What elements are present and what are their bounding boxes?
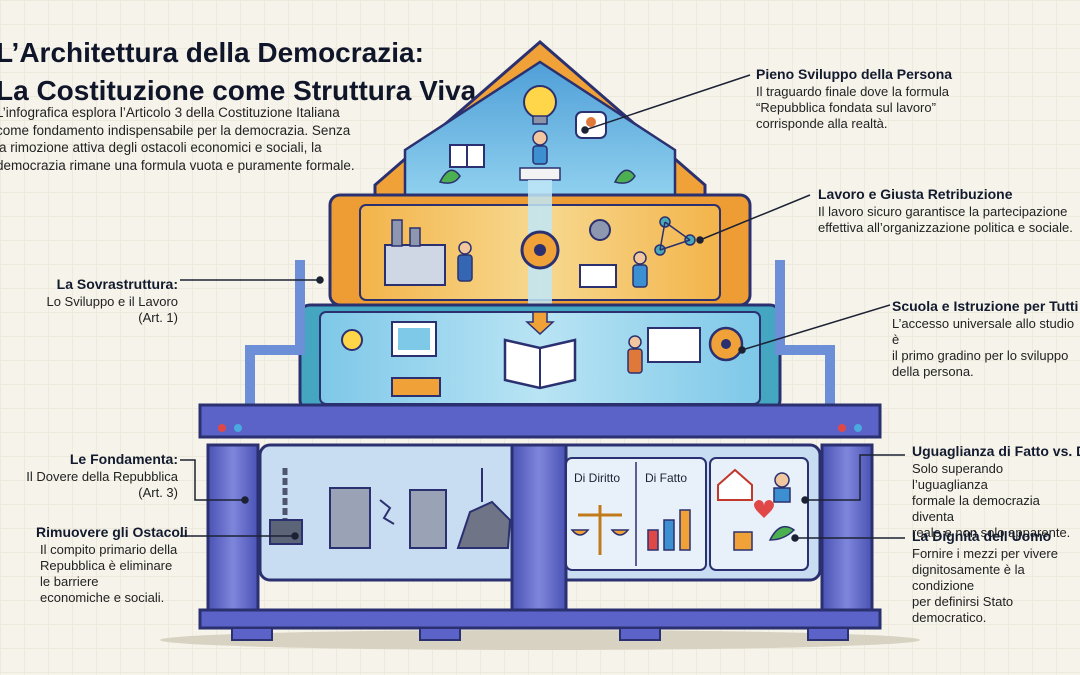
boulder-icon: [456, 468, 512, 549]
label-sovrastruttura-heading: La Sovrastruttura:: [56, 276, 178, 292]
label-sviluppo: Pieno Sviluppo della Persona Il traguard…: [756, 66, 1006, 132]
label-dignita-text: Fornire i mezzi per vivere dignitosament…: [912, 546, 1058, 625]
network-icon: [654, 216, 696, 256]
label-uguaglianza-text: Solo superando l’uguaglianza formale la …: [912, 461, 1071, 540]
gear-icon: [520, 230, 560, 270]
label-lavoro-heading: Lavoro e Giusta Retribuzione: [818, 186, 1013, 202]
label-ostacoli: Rimuovere gli Ostacoli Il compito primar…: [36, 524, 188, 606]
doctor-icon: [773, 472, 791, 503]
label-fondamenta-text: Il Dovere della Repubblica (Art. 3): [26, 469, 178, 500]
arrow-down-icon: [525, 311, 555, 336]
computer-icon: [391, 321, 441, 397]
plant-icon: [438, 169, 636, 184]
open-book-icon: [503, 338, 577, 390]
sprout-icon: [768, 525, 796, 541]
label-scuola: Scuola e Istruzione per Tutti L’accesso …: [892, 298, 1080, 380]
leader-lines: [180, 74, 905, 542]
ground-shadow: [160, 630, 920, 650]
intro-paragraph: L’infografica esplora l’Articolo 3 della…: [0, 105, 355, 173]
label-uguaglianza: Uguaglianza di Fatto vs. Di Solo superan…: [912, 443, 1080, 541]
label-uguaglianza-heading: Uguaglianza di Fatto vs. Di: [912, 443, 1080, 459]
heart-icon: [754, 500, 774, 518]
gear-small-icon: [589, 219, 611, 241]
people-height-icon: [647, 509, 691, 551]
label-dignita: La Dignità dell’Uomo Fornire i mezzi per…: [912, 528, 1080, 626]
dignity-panel: [709, 457, 809, 571]
platform: [198, 403, 882, 439]
lightbulb-icon: [523, 85, 557, 125]
lower-section-scuola: [298, 303, 782, 412]
pillar-right: [820, 443, 874, 617]
label-fondamenta: Le Fondamenta: Il Dovere della Repubblic…: [0, 451, 178, 501]
broken-wall-icon: [329, 487, 447, 549]
chain-icon: [269, 468, 303, 545]
house-icon: [717, 468, 753, 501]
bulb-icon: [341, 329, 363, 351]
base-feet: [231, 627, 849, 641]
di-diritto-label: Di Diritto: [574, 471, 620, 485]
label-dignita-heading: La Dignità dell’Uomo: [912, 528, 1052, 544]
label-scuola-heading: Scuola e Istruzione per Tutti: [892, 298, 1079, 314]
pillar-left: [206, 443, 260, 617]
middle-section-lavoro: [328, 180, 752, 310]
scale-icon: [570, 505, 630, 555]
di-fatto-label: Di Fatto: [645, 471, 687, 485]
title-line-1: L’Architettura della Democrazia:: [0, 37, 424, 68]
side-pipes: [245, 260, 835, 405]
label-sovrastruttura: La Sovrastruttura: Lo Sviluppo e il Lavo…: [40, 276, 178, 326]
label-sviluppo-text: Il traguardo finale dove la formula “Rep…: [756, 84, 949, 131]
label-ostacoli-heading: Rimuovere gli Ostacoli: [36, 524, 188, 540]
coins-icon: [733, 531, 753, 551]
teacher-icon: [627, 327, 701, 374]
label-sovrastruttura-text: Lo Sviluppo e il Lavoro (Art. 1): [46, 294, 178, 325]
label-fondamenta-heading: Le Fondamenta:: [69, 451, 178, 467]
book-icon: [449, 144, 485, 168]
gear-school-icon: [708, 326, 744, 362]
factory-icon: [384, 219, 446, 286]
foundation: Di Diritto Di Fatto: [198, 443, 882, 630]
label-lavoro: Lavoro e Giusta Retribuzione Il lavoro s…: [818, 186, 1080, 236]
label-sviluppo-heading: Pieno Sviluppo della Persona: [756, 66, 953, 82]
office-worker-icon: [579, 251, 648, 288]
person-celebrating-icon: [519, 130, 561, 181]
label-ostacoli-text: Il compito primario della Repubblica è e…: [40, 542, 178, 605]
top-section-sviluppo: [373, 40, 707, 197]
title-line-2: La Costituzione come Struttura Viva: [0, 75, 477, 106]
pillar-center: [510, 443, 568, 617]
worker-icon: [457, 241, 473, 282]
label-scuola-text: L’accesso universale allo studio è il pr…: [892, 316, 1075, 379]
page-title: L’Architettura della Democrazia: La Cost…: [0, 34, 476, 110]
label-lavoro-text: Il lavoro sicuro garantisce la partecipa…: [818, 204, 1073, 235]
